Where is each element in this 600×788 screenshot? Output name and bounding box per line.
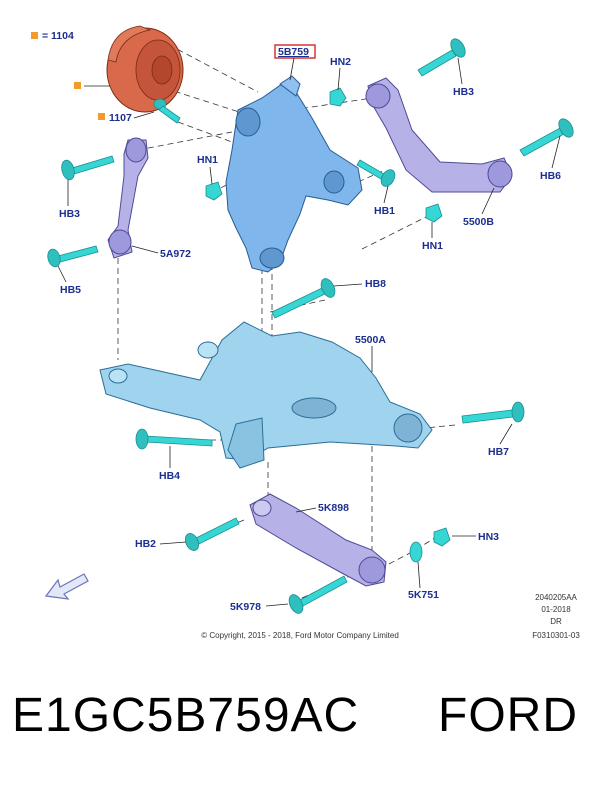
part-highlight-box — [274, 44, 316, 59]
bolt-hb4 — [135, 428, 213, 450]
footer-caption: E1GC5B759AC FORD — [0, 688, 600, 758]
label-hn2: HN2 — [330, 56, 351, 68]
label-hb2: HB2 — [135, 538, 156, 550]
bolt-hb5 — [47, 245, 99, 268]
bolt-hb8 — [271, 278, 336, 319]
nut-hn1-left — [205, 181, 223, 201]
doc-date: 01-2018 — [541, 605, 571, 614]
bolt-hb1 — [356, 159, 396, 187]
hub-marker-square-icon — [74, 82, 81, 89]
bolt-hb6 — [519, 118, 574, 157]
label-5k898: 5K898 — [318, 502, 349, 514]
copyright-text: © Copyright, 2015 - 2018, Ford Motor Com… — [201, 631, 399, 640]
wheel-hub-assembly — [106, 25, 184, 113]
upper-arm-5500b — [365, 77, 513, 193]
label-hb7: HB7 — [488, 446, 509, 458]
doc-dr: DR — [550, 617, 562, 626]
nut-hn1-right — [425, 203, 443, 223]
lower-link-5k898 — [249, 493, 387, 587]
nut-hn3 — [433, 527, 451, 547]
label-hb1: HB1 — [374, 205, 395, 217]
label-5k751: 5K751 — [408, 589, 439, 601]
nut-hn2 — [329, 87, 347, 107]
doc-code: 2040205AA — [535, 593, 577, 602]
label-hb4: HB4 — [159, 470, 180, 482]
rear-suspension-diagram: = 1104 5B759 HN2 HB3 HB6 HN1 HB1 5500B H… — [31, 25, 580, 640]
legend-1104-text: = 1104 — [42, 30, 74, 42]
label-5a972: 5A972 — [160, 248, 191, 260]
front-direction-arrow-icon — [44, 573, 89, 600]
label-hn3: HN3 — [478, 531, 499, 543]
label-5500b: 5500B — [463, 216, 494, 228]
document-info: 2040205AA 01-2018 DR F0310301-03 — [532, 593, 580, 640]
bolt-hb3-top — [417, 38, 466, 77]
bolt-hb2 — [184, 517, 240, 551]
bolt-1107-marker-square-icon — [98, 113, 105, 120]
footer-brand: FORD — [438, 689, 578, 742]
label-hb6: HB6 — [540, 170, 561, 182]
label-5500a: 5500A — [355, 334, 386, 346]
bolt-hb3-left — [61, 155, 115, 181]
bolt-5k978 — [288, 575, 348, 614]
label-hb3-left: HB3 — [59, 208, 80, 220]
toe-link-5a972 — [107, 137, 149, 259]
doc-ref: F0310301-03 — [532, 631, 580, 640]
label-hb3-top: HB3 — [453, 86, 474, 98]
legend-square-icon — [31, 32, 38, 39]
washer-5k751 — [409, 541, 423, 563]
label-hn1-right: HN1 — [422, 240, 443, 252]
bolt-1107 — [153, 98, 181, 124]
label-1107: 1107 — [109, 112, 132, 124]
label-hn1-left: HN1 — [197, 154, 218, 166]
footer-part-number: E1GC5B759AC — [12, 689, 360, 742]
legend-1104: = 1104 — [31, 30, 110, 120]
label-5b759: 5B759 — [278, 46, 309, 58]
knuckle-5b759 — [225, 75, 363, 273]
callouts: 5B759 HN2 HB3 HB6 HN1 HB1 5500B HN1 HB3 … — [57, 44, 561, 613]
label-hb8: HB8 — [365, 278, 386, 290]
lower-control-arm-5500a — [99, 321, 433, 469]
bolt-hb7 — [461, 401, 525, 424]
label-5k978: 5K978 — [230, 601, 261, 613]
label-hb5: HB5 — [60, 284, 81, 296]
